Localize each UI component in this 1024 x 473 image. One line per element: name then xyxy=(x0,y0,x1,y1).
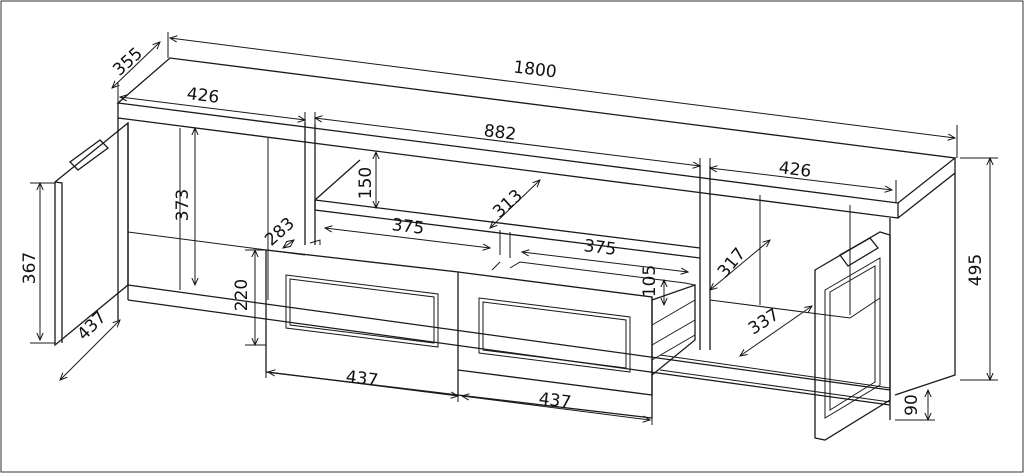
right-door xyxy=(814,231,891,441)
dim-drawer-side-height: 105 xyxy=(640,265,660,297)
dim-drawer-depth: 283 xyxy=(261,214,299,251)
dim-door-left-height: 367 xyxy=(20,252,40,284)
dim-left-inner-height: 373 xyxy=(173,189,193,221)
dim-drawer-left-front-width: 437 xyxy=(345,367,380,391)
dim-door-left-width: 437 xyxy=(73,307,110,344)
dim-drawer-left-inner-width: 375 xyxy=(391,215,426,239)
dim-width-total: 1800 xyxy=(512,57,557,82)
dim-shelf-depth: 313 xyxy=(489,186,527,223)
dim-drawer-front-height: 220 xyxy=(232,279,252,311)
dim-right-inner-height: 317 xyxy=(714,244,750,282)
dim-drawer-right-front-width: 437 xyxy=(538,389,573,413)
drawer-left[interactable] xyxy=(265,239,501,396)
dim-depth-total: 355 xyxy=(109,44,146,81)
dim-right-section-depth: 337 xyxy=(745,305,783,339)
dim-leg-height: 90 xyxy=(902,394,922,416)
dim-left-section-width: 426 xyxy=(186,84,221,108)
dim-middle-section-width: 882 xyxy=(483,121,518,145)
dim-shelf-gap-height: 150 xyxy=(356,167,376,199)
left-door xyxy=(54,121,129,347)
dimension-lines xyxy=(30,32,998,425)
dim-drawer-right-inner-width: 375 xyxy=(583,236,618,260)
cabinet-top xyxy=(116,57,957,219)
cabinet-body xyxy=(117,118,956,420)
dim-total-height: 495 xyxy=(966,254,986,286)
dim-right-section-width: 426 xyxy=(778,158,813,182)
